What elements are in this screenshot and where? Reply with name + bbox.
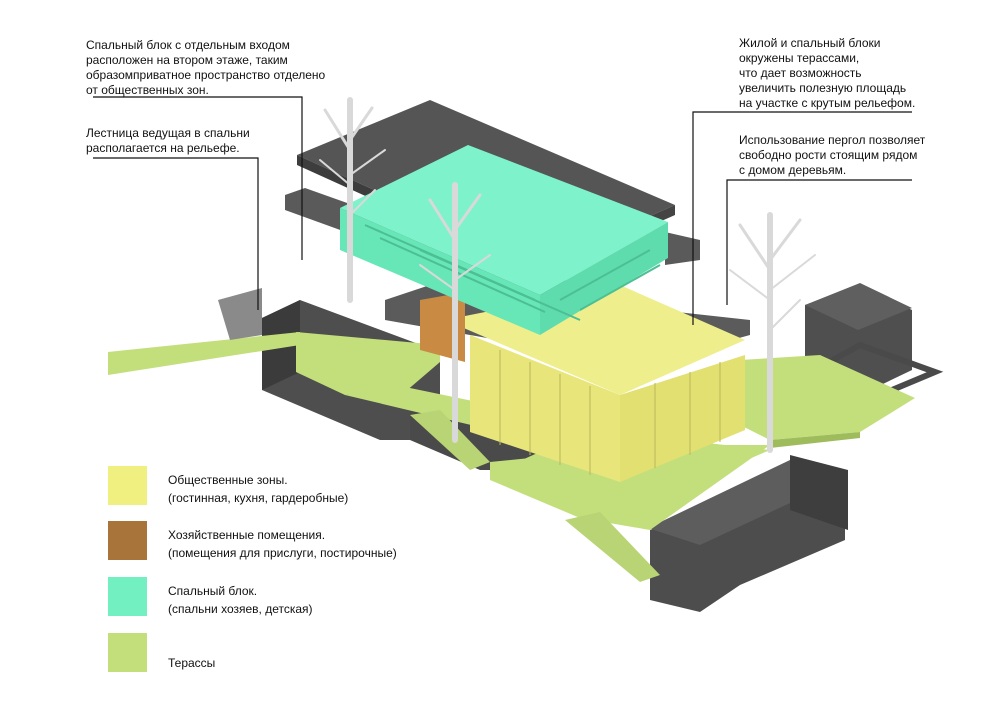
note-bedroom-entrance: Спальный блок с отдельным входом располо… bbox=[86, 38, 326, 97]
tree-center bbox=[419, 182, 491, 443]
legend-text-public: Общественные зоны. (гостинная, кухня, га… bbox=[168, 471, 348, 507]
upper-frame-right bbox=[665, 232, 700, 265]
main-terrace bbox=[296, 332, 440, 395]
legend-label: Общественные зоны. bbox=[168, 473, 288, 487]
tree-right bbox=[729, 212, 816, 453]
legend-sublabel: (гостинная, кухня, гардеробные) bbox=[168, 491, 349, 505]
note-stairs: Лестница ведущая в спальни располагается… bbox=[86, 126, 250, 155]
public-side bbox=[620, 355, 745, 482]
legend-swatch-utility bbox=[108, 521, 147, 560]
leader-stairs bbox=[93, 157, 259, 310]
left-ramp bbox=[108, 332, 300, 375]
note-terraces: Жилой и спальный блоки окружены терассам… bbox=[739, 36, 916, 110]
leader-lines bbox=[93, 96, 912, 325]
bedroom-front bbox=[340, 208, 540, 335]
bedroom-block-volume bbox=[340, 145, 668, 335]
leader-terraces bbox=[692, 111, 912, 325]
public-front bbox=[470, 335, 620, 482]
bedroom-side bbox=[540, 222, 668, 335]
legend-label: Хозяйственные помещения. bbox=[168, 528, 326, 542]
right-terrace-edge bbox=[770, 432, 860, 448]
right-tower-top bbox=[805, 283, 912, 330]
bedroom-top bbox=[340, 145, 668, 295]
public-glazing bbox=[499, 350, 721, 475]
legend-sublabel: (помещения для прислуги, постирочные) bbox=[168, 546, 397, 560]
legend-label: Спальный блок. bbox=[168, 584, 258, 598]
legend-swatch-bedroom bbox=[108, 577, 147, 616]
legend-label: Терассы bbox=[168, 656, 216, 670]
lower-terrace bbox=[490, 445, 770, 530]
leader-pergolas bbox=[726, 179, 912, 305]
trees bbox=[319, 97, 816, 453]
legend-text-bedroom: Спальный блок. (спальни хозяев, детская) bbox=[168, 582, 313, 618]
utility-zone-volume bbox=[420, 292, 465, 362]
note-pergolas: Использование пергол позволяет свободно … bbox=[739, 133, 926, 177]
right-terrace bbox=[740, 355, 915, 440]
legend-text-utility: Хозяйственные помещения. (помещения для … bbox=[168, 526, 397, 562]
lower-stairs bbox=[565, 512, 660, 582]
central-stairs bbox=[410, 410, 490, 470]
legend-text-terraces: Терассы bbox=[168, 654, 215, 672]
left-ramp-stairs bbox=[218, 288, 262, 340]
legend-swatch-public bbox=[108, 466, 147, 505]
legend-swatch-terraces bbox=[108, 633, 147, 672]
right-column bbox=[790, 455, 848, 530]
leader-bedroom-entrance bbox=[93, 96, 303, 260]
legend-sublabel: (спальни хозяев, детская) bbox=[168, 602, 313, 616]
tree-left bbox=[319, 97, 386, 303]
